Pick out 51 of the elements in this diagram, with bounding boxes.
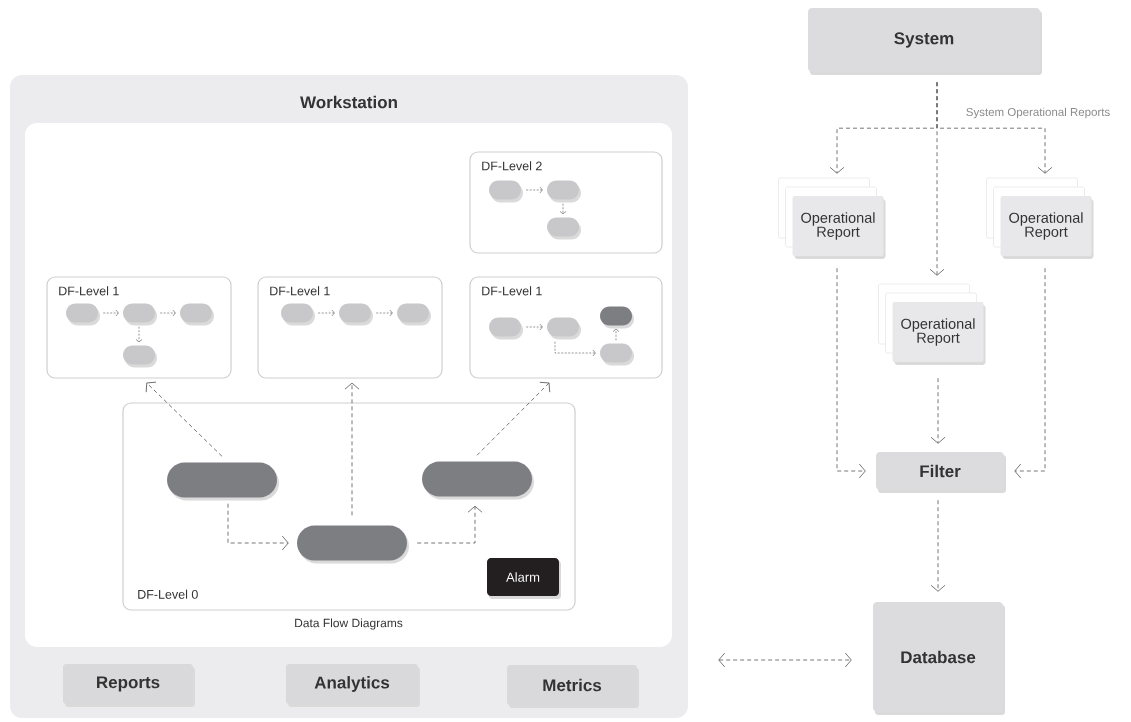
- process-box: System: [808, 8, 1042, 75]
- arrow: [317, 309, 335, 317]
- process-pill: [600, 343, 634, 366]
- process-pill: [167, 462, 279, 501]
- arrow: [102, 309, 119, 317]
- arrow: [416, 505, 483, 544]
- alarm-box: Alarm: [487, 558, 561, 599]
- arrow: [135, 326, 143, 343]
- stacked-report-card: Operational Report: [878, 283, 986, 365]
- arrow: [159, 309, 176, 317]
- stacked-report-card: Operational Report: [778, 177, 886, 259]
- arrow: [525, 323, 543, 331]
- menu-button: Metrics: [507, 665, 639, 708]
- process-pill: [422, 461, 534, 500]
- arrow: [929, 81, 945, 276]
- process-pill: [123, 345, 157, 368]
- arrow: [227, 503, 289, 551]
- menu-button: Analytics: [286, 664, 420, 707]
- process-pill: [297, 525, 409, 564]
- process-pill: [180, 303, 214, 326]
- arrow: [476, 381, 551, 456]
- process-pill: [547, 180, 581, 203]
- process-pill: [489, 317, 523, 340]
- process-box: Filter: [876, 452, 1006, 493]
- process-pill: [281, 303, 315, 326]
- menu-button: Reports: [63, 664, 195, 707]
- group-box: DF-Level 2: [469, 151, 663, 254]
- process-pill: [547, 317, 581, 340]
- arrow: [559, 203, 567, 215]
- process-pill: [489, 180, 523, 203]
- arrow: [930, 499, 946, 592]
- edge-label: System Operational Reports: [964, 106, 1112, 120]
- arrow: [836, 267, 866, 479]
- arrow: [375, 309, 393, 317]
- process-pill: [600, 306, 634, 329]
- process-pill: [339, 303, 373, 326]
- process-box: Database: [873, 602, 1005, 715]
- arrow: [612, 328, 620, 341]
- arrow: [1014, 267, 1046, 479]
- arrow: [145, 381, 223, 457]
- arrow: [525, 186, 543, 194]
- stacked-report-card: Operational Report: [986, 177, 1094, 259]
- process-pill: [123, 303, 157, 326]
- group-box: DF-Level 1: [257, 276, 443, 379]
- process-pill: [66, 303, 100, 326]
- arrow: [930, 377, 946, 444]
- double-arrow: [718, 652, 852, 668]
- arrow: [554, 341, 596, 357]
- arrow: [344, 382, 360, 516]
- process-pill: [547, 217, 581, 240]
- process-pill: [397, 303, 431, 326]
